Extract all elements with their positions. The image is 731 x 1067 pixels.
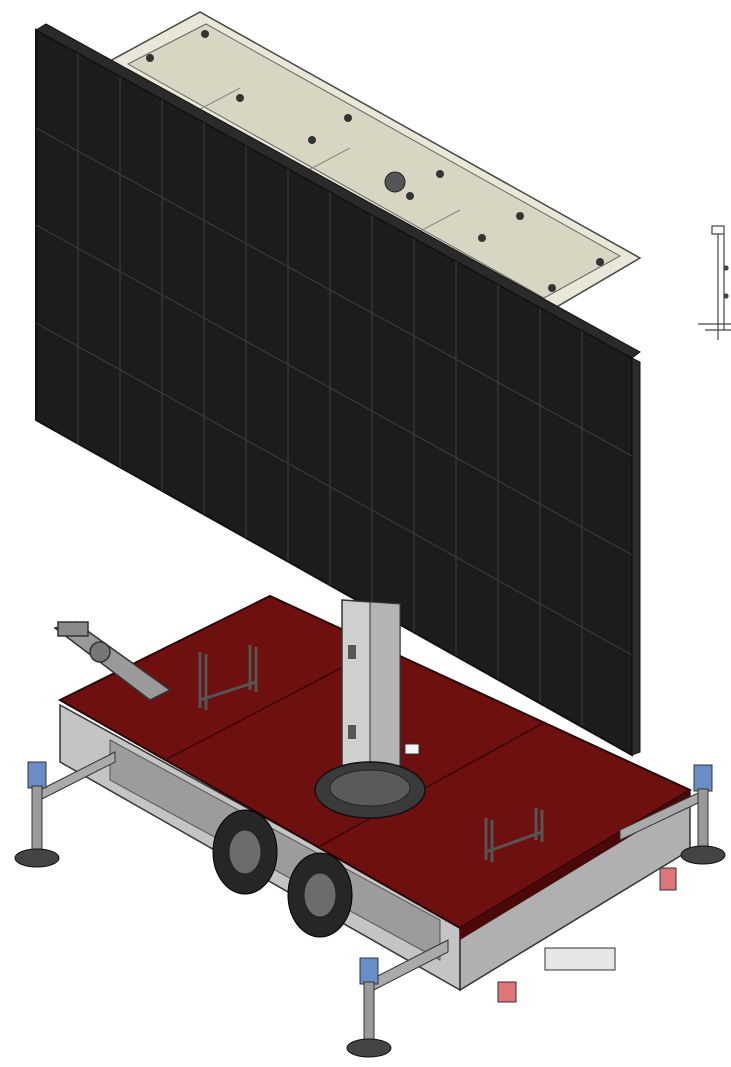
outrigger-jacks — [14, 751, 726, 1058]
side-detail-inset — [698, 225, 731, 340]
deck-stand-front — [198, 645, 258, 710]
telescopic-mast — [341, 599, 401, 801]
tow-hitch — [53, 621, 172, 701]
mast-base-ring — [314, 743, 426, 819]
led-screen — [34, 23, 641, 757]
deck-stand-rear — [484, 808, 544, 862]
wheels — [212, 809, 353, 938]
screen-back-frame — [106, 11, 642, 313]
tail-lights — [497, 867, 677, 1003]
